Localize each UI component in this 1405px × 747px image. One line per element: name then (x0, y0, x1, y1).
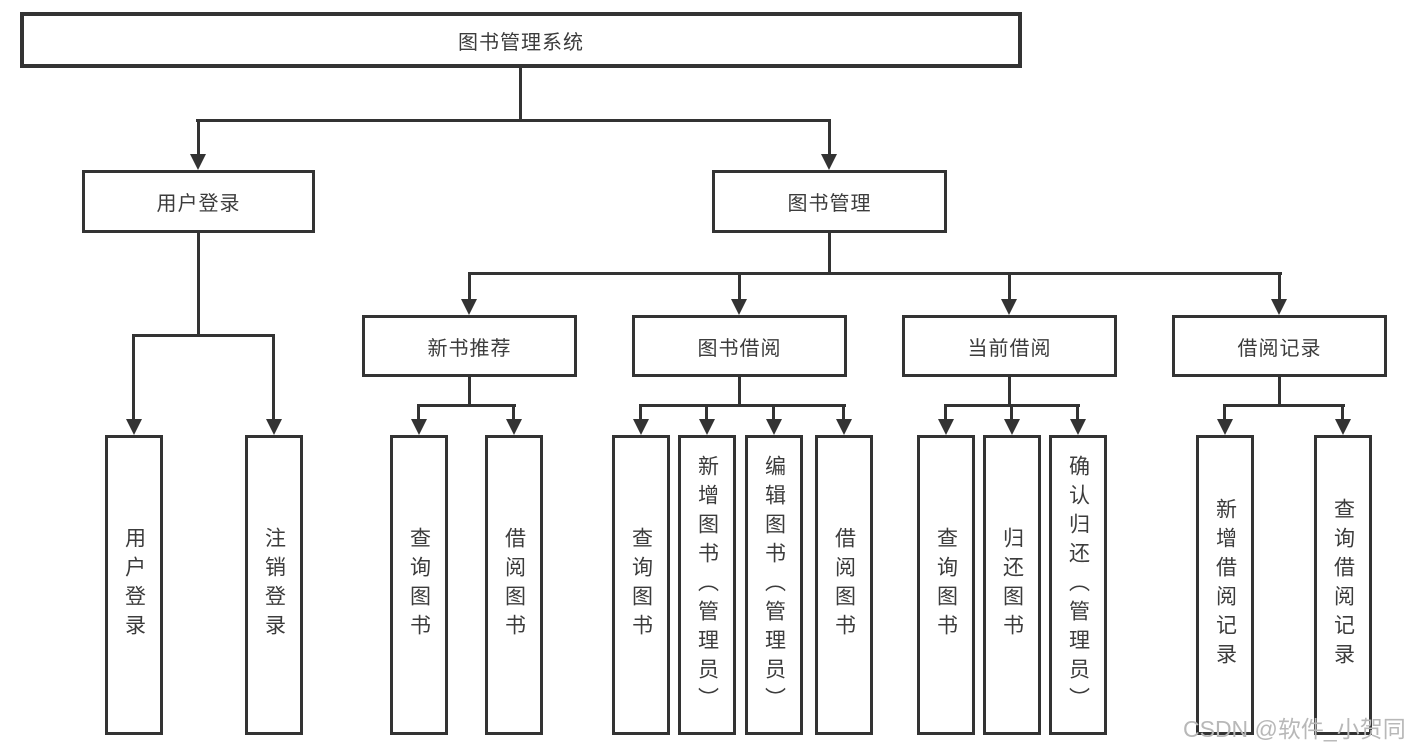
node-root: 图书管理系统 (20, 12, 1022, 68)
arrow-down-icon (699, 419, 715, 435)
leaf-search-books-borrowing: 查询图书 (612, 435, 670, 735)
connector-user-login-stem (197, 233, 200, 336)
connector-user-login-rail (132, 334, 275, 337)
leaf-label: 新增图书（管理员） (695, 454, 719, 716)
connector-drop-leaf (1223, 404, 1226, 419)
leaf-label: 编辑图书（管理员） (762, 454, 786, 716)
arrow-down-icon (821, 154, 837, 170)
node-borrowing-records-label: 借阅记录 (1237, 337, 1322, 360)
connector-module-rail (1223, 404, 1345, 407)
leaf-logout: 注销登录 (245, 435, 303, 735)
connector-drop-module (1278, 272, 1281, 299)
leaf-confirm-return-admin: 确认归还（管理员） (1049, 435, 1107, 735)
leaf-label: 用户登录 (122, 527, 146, 643)
connector-drop-user-login (197, 119, 200, 155)
arrow-down-icon (938, 419, 954, 435)
connector-module-rail (639, 404, 846, 407)
node-current-borrowing: 当前借阅 (902, 315, 1117, 377)
connector-drop-leaf (1076, 404, 1079, 419)
node-book-borrowing: 图书借阅 (632, 315, 847, 377)
node-new-book-recommendation-label: 新书推荐 (427, 337, 512, 360)
connector-drop-module (468, 272, 471, 299)
node-book-borrowing-label: 图书借阅 (697, 337, 782, 360)
arrow-down-icon (1217, 419, 1233, 435)
leaf-search-books-recommend: 查询图书 (390, 435, 448, 735)
connector-book-management-rail (468, 272, 1282, 275)
node-new-book-recommendation: 新书推荐 (362, 315, 577, 377)
connector-drop-book-management (828, 119, 831, 155)
leaf-return-books: 归还图书 (983, 435, 1041, 735)
connector-book-management-stem (828, 233, 831, 275)
connector-module-stem (1278, 377, 1281, 407)
connector-module-stem (468, 377, 471, 407)
leaf-label: 借阅图书 (502, 527, 526, 643)
arrow-down-icon (731, 299, 747, 315)
connector-root-rail (196, 119, 831, 122)
connector-drop-module (1008, 272, 1011, 299)
connector-drop-leaf (417, 404, 420, 419)
arrow-down-icon (506, 419, 522, 435)
node-user-login: 用户登录 (82, 170, 315, 233)
leaf-label: 归还图书 (1000, 527, 1024, 643)
arrow-down-icon (1271, 299, 1287, 315)
arrow-down-icon (190, 154, 206, 170)
node-book-management: 图书管理 (712, 170, 947, 233)
node-user-login-label: 用户登录 (156, 193, 241, 215)
arrow-down-icon (1001, 299, 1017, 315)
connector-module-stem (738, 377, 741, 407)
leaf-label: 查询图书 (407, 527, 431, 643)
leaf-add-borrow-record: 新增借阅记录 (1196, 435, 1254, 735)
node-borrowing-records: 借阅记录 (1172, 315, 1387, 377)
connector-root-stem (519, 68, 522, 121)
arrow-down-icon (266, 419, 282, 435)
connector-drop-leaf (705, 404, 708, 419)
arrow-down-icon (1335, 419, 1351, 435)
arrow-down-icon (461, 299, 477, 315)
connector-drop-leaf (132, 334, 135, 419)
leaf-label: 借阅图书 (832, 527, 856, 643)
connector-drop-leaf (944, 404, 947, 419)
connector-drop-leaf (512, 404, 515, 419)
leaf-borrow-books: 借阅图书 (815, 435, 873, 735)
arrow-down-icon (1070, 419, 1086, 435)
watermark: CSDN @软件_小贺同学 (1183, 716, 1405, 742)
arrow-down-icon (836, 419, 852, 435)
connector-drop-leaf (1010, 404, 1013, 419)
leaf-label: 查询图书 (934, 527, 958, 643)
connector-drop-leaf (272, 334, 275, 419)
connector-drop-leaf (639, 404, 642, 419)
leaf-user-login: 用户登录 (105, 435, 163, 735)
node-root-label: 图书管理系统 (458, 31, 584, 54)
arrow-down-icon (633, 419, 649, 435)
arrow-down-icon (1004, 419, 1020, 435)
connector-drop-leaf (842, 404, 845, 419)
connector-module-stem (1008, 377, 1011, 407)
node-book-management-label: 图书管理 (787, 193, 872, 215)
connector-drop-leaf (1341, 404, 1344, 419)
connector-drop-leaf (772, 404, 775, 419)
leaf-label: 查询借阅记录 (1331, 498, 1355, 672)
arrow-down-icon (766, 419, 782, 435)
leaf-label: 确认归还（管理员） (1066, 454, 1090, 716)
leaf-label: 新增借阅记录 (1213, 498, 1237, 672)
connector-drop-module (738, 272, 741, 299)
leaf-search-borrow-record: 查询借阅记录 (1314, 435, 1372, 735)
arrow-down-icon (411, 419, 427, 435)
leaf-search-books-current: 查询图书 (917, 435, 975, 735)
arrow-down-icon (126, 419, 142, 435)
leaf-add-books-admin: 新增图书（管理员） (678, 435, 736, 735)
node-current-borrowing-label: 当前借阅 (967, 337, 1052, 360)
leaf-label: 注销登录 (262, 527, 286, 643)
leaf-label: 查询图书 (629, 527, 653, 643)
leaf-borrow-books-recommend: 借阅图书 (485, 435, 543, 735)
leaf-edit-books-admin: 编辑图书（管理员） (745, 435, 803, 735)
connector-module-rail (417, 404, 516, 407)
